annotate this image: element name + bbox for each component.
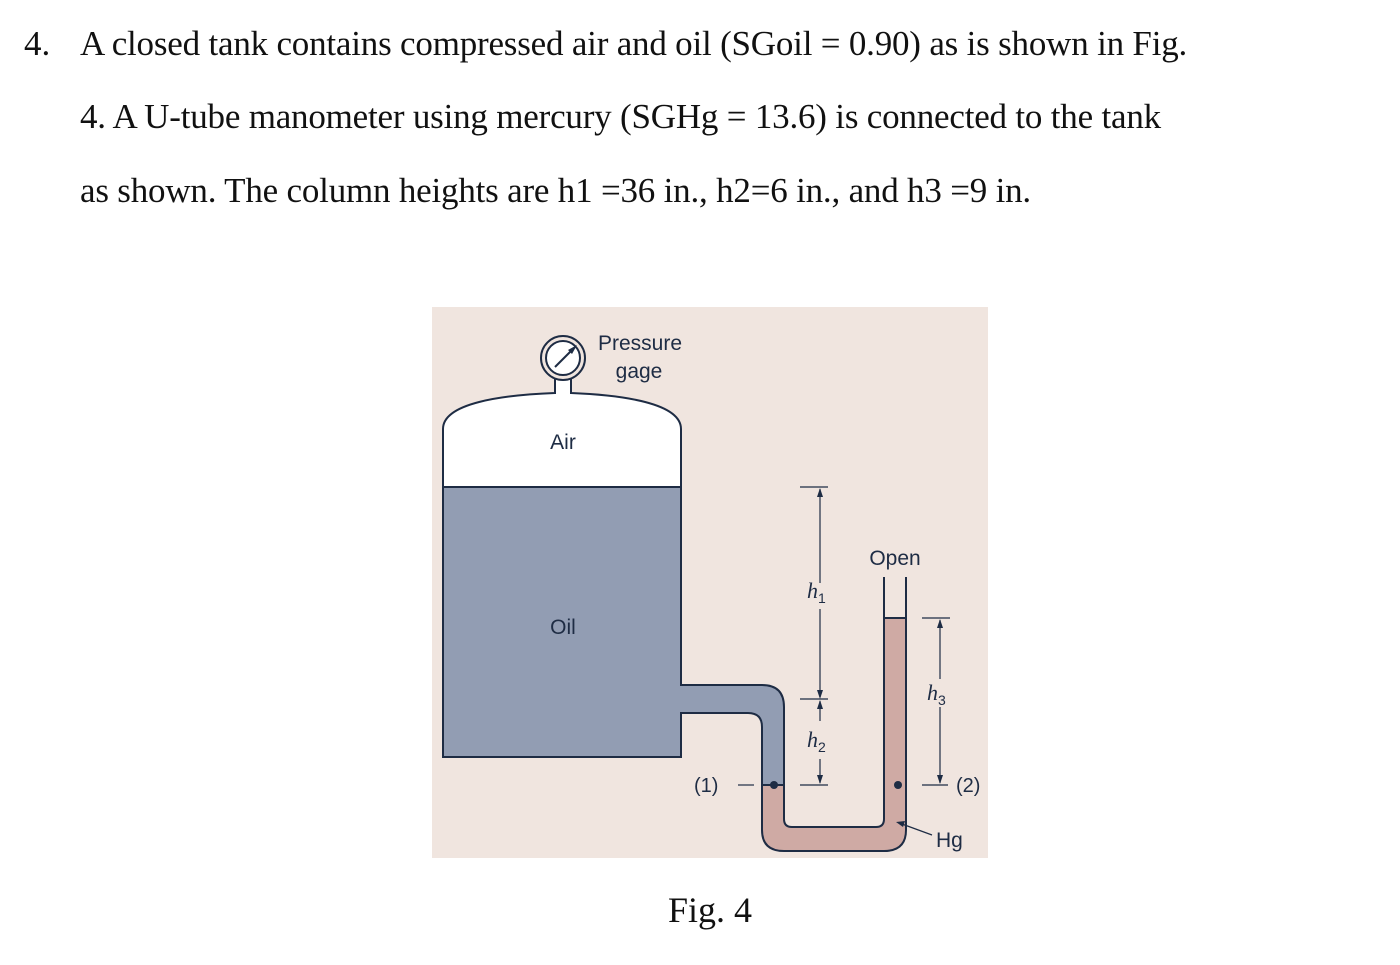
pressure-gage-icon (540, 335, 586, 381)
point-2-marker (894, 781, 902, 789)
gage-label-line2: gage (616, 360, 663, 383)
manometer-figure: Pressure gage Air Oil Open h1 h2 h3 (1) … (432, 307, 988, 858)
oil-label: Oil (550, 616, 576, 639)
problem-line-2: 4. A U-tube manometer using mercury (SGH… (80, 97, 1161, 136)
air-label: Air (550, 431, 576, 454)
hg-pointer (896, 821, 933, 836)
problem-line-1: A closed tank contains compressed air an… (80, 24, 1188, 63)
tank (442, 376, 785, 786)
open-label: Open (869, 547, 920, 570)
dimension-h3 (922, 617, 950, 784)
h3-label: h3 (927, 680, 946, 708)
point-1-marker (770, 781, 778, 789)
hg-label: Hg (936, 829, 963, 852)
point-2-label: (2) (956, 775, 980, 797)
h1-label: h1 (807, 578, 826, 606)
gage-label-line1: Pressure (598, 332, 682, 355)
dimension-h2 (800, 700, 828, 786)
problem-line-3: as shown. The column heights are h1 =36 … (80, 171, 1031, 210)
problem-number: 4. (24, 24, 51, 63)
point-1-label: (1) (694, 775, 718, 797)
dimension-h1 (800, 486, 828, 700)
figure-caption: Fig. 4 (667, 890, 753, 930)
h2-label: h2 (807, 727, 826, 755)
